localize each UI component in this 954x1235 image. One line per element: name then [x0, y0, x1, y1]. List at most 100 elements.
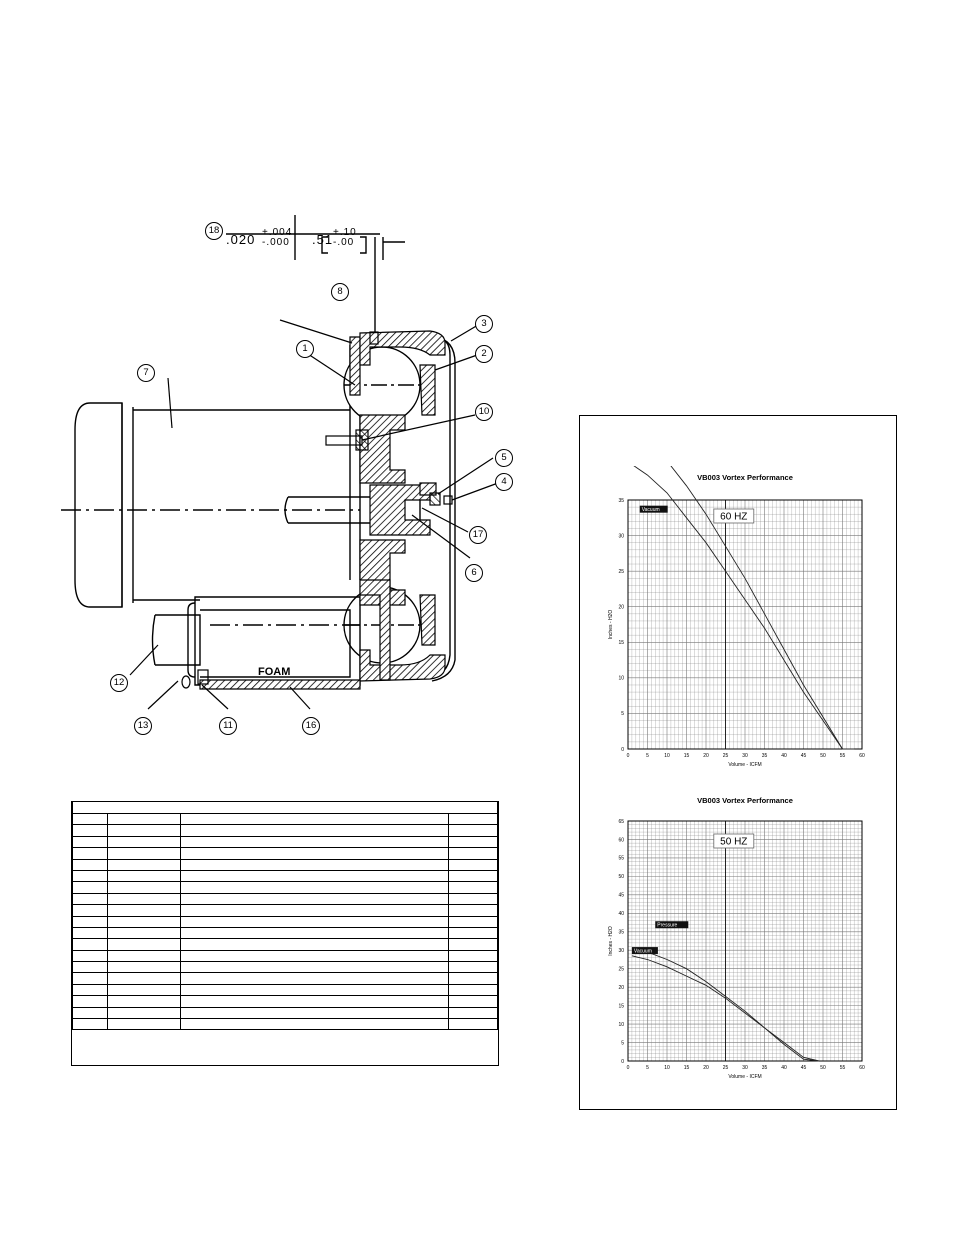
- x-tick-label: 10: [664, 753, 670, 759]
- table-cell: [180, 995, 449, 1008]
- callout-16: 16: [302, 717, 320, 735]
- plot-border: [627, 820, 863, 1062]
- table-row: [72, 858, 498, 871]
- table-row: [72, 995, 498, 1008]
- y-tick-label: 60: [618, 837, 624, 843]
- hz-badge: [713, 833, 755, 849]
- series-label-vacuum: Vacuum: [642, 507, 660, 513]
- table-row: [72, 1018, 498, 1031]
- x-tick-label: 15: [684, 753, 690, 759]
- table-cell: [72, 812, 108, 826]
- table-row: [72, 961, 498, 974]
- table-cell: [107, 949, 181, 963]
- table-cell: [180, 938, 449, 951]
- table-cell: [72, 983, 108, 997]
- table-header-cell: [72, 802, 498, 814]
- table-cell: [72, 995, 108, 1008]
- table-cell: [180, 915, 449, 928]
- x-axis-label: Volume - ICFM: [728, 1074, 761, 1080]
- table-cell: [180, 983, 449, 997]
- blower-cross-section-drawing: [61, 215, 499, 710]
- table-cell: [107, 835, 181, 849]
- y-tick-label: 0: [621, 1059, 624, 1065]
- y-tick-label: 5: [621, 1040, 624, 1046]
- y-axis-label: Inches - H2O: [608, 926, 614, 956]
- table-cell: [448, 858, 498, 871]
- hz-badge-label: 60 HZ: [720, 512, 747, 523]
- x-tick-label: 45: [801, 1065, 807, 1071]
- table-cell: [107, 938, 181, 951]
- tolerance-b-minus: -.00: [333, 237, 355, 248]
- x-tick-label: 35: [762, 753, 768, 759]
- table-cell: [448, 835, 498, 849]
- callout-6: 6: [465, 564, 483, 582]
- series-label-pressure: Pressure: [657, 923, 677, 929]
- table-cell: [107, 847, 181, 860]
- callout-2: 2: [475, 345, 493, 363]
- table-cell: [180, 847, 449, 860]
- table-cell: [72, 858, 108, 871]
- table-cell: [448, 983, 498, 997]
- tolerance-b-plus: +.10: [333, 227, 357, 238]
- y-tick-label: 15: [618, 1003, 624, 1009]
- table-cell: [107, 961, 181, 974]
- series-label-bg: [655, 921, 689, 929]
- table-cell: [448, 938, 498, 951]
- table-cell: [448, 961, 498, 974]
- y-tick-label: 0: [621, 747, 624, 753]
- plot-border: [627, 499, 863, 750]
- table-header-row: [72, 802, 498, 814]
- series-line-pressure: [670, 466, 855, 750]
- table-row: [72, 972, 498, 985]
- x-tick-label: 30: [742, 1065, 748, 1071]
- table-cell: [180, 1018, 449, 1031]
- tolerance-a-plus: +.004: [262, 227, 293, 238]
- table-cell: [107, 904, 181, 917]
- table-row: [72, 812, 498, 826]
- table-cell: [180, 881, 449, 894]
- y-tick-label: 25: [618, 966, 624, 972]
- table-row: [72, 847, 498, 860]
- callout-1: 1: [296, 340, 314, 358]
- y-tick-label: 45: [618, 893, 624, 899]
- table-cell: [448, 824, 498, 837]
- chart-title: VB003 Vortex Performance: [697, 473, 793, 482]
- table-cell: [448, 926, 498, 940]
- table-cell: [448, 892, 498, 906]
- table-cell: [180, 949, 449, 963]
- series-label-bg: [639, 505, 668, 513]
- callout-17: 17: [469, 526, 487, 544]
- table-cell: [107, 812, 181, 826]
- parts-table-grid: [72, 802, 498, 1031]
- tolerance-a: .020: [226, 232, 255, 247]
- table-cell: [180, 858, 449, 871]
- x-tick-label: 20: [703, 753, 709, 759]
- tolerance-b-base: .51: [312, 232, 334, 247]
- table-row: [72, 881, 498, 894]
- table-cell: [107, 983, 181, 997]
- table-cell: [448, 915, 498, 928]
- callout-7: 7: [137, 364, 155, 382]
- y-tick-label: 65: [618, 819, 624, 825]
- y-tick-label: 10: [618, 676, 624, 682]
- table-cell: [107, 892, 181, 906]
- table-cell: [72, 915, 108, 928]
- x-tick-label: 10: [664, 1065, 670, 1071]
- series-line-vacuum: [631, 955, 820, 1062]
- table-cell: [107, 926, 181, 940]
- table-cell: [72, 926, 108, 940]
- series-line-pressure: [631, 947, 820, 1062]
- x-tick-label: 0: [627, 1065, 630, 1071]
- chart-title: VB003 Vortex Performance: [697, 796, 793, 805]
- table-cell: [107, 1006, 181, 1020]
- table-cell: [180, 835, 449, 849]
- y-tick-label: 20: [618, 605, 624, 611]
- table-cell: [72, 835, 108, 849]
- table-cell: [72, 892, 108, 906]
- table-cell: [180, 961, 449, 974]
- x-tick-label: 60: [859, 1065, 865, 1071]
- table-cell: [72, 1018, 108, 1031]
- tolerance-a-base: .020: [226, 232, 256, 247]
